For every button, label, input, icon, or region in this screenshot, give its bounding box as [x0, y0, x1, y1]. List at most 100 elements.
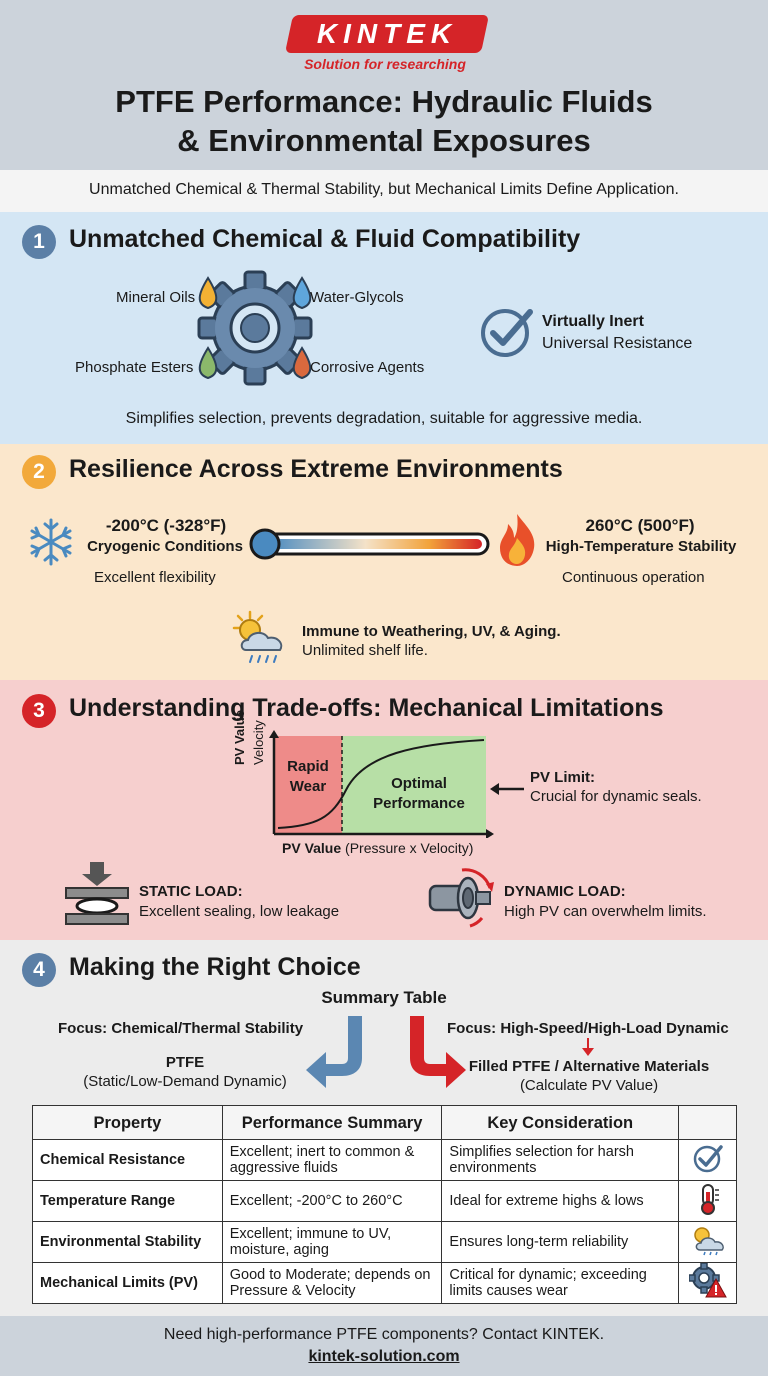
right-note: (Calculate PV Value)	[519, 1077, 659, 1094]
table-cell-summary: Good to Moderate; depends on Pressure & …	[221, 1262, 443, 1304]
rapid-wear-line-1: Rapid	[287, 758, 329, 775]
table-row: Temperature Range Excellent; -200°C to 2…	[32, 1180, 737, 1222]
pv-chart-x-label-rest: (Pressure x Velocity)	[345, 840, 474, 856]
table-header-row: Property Performance Summary Key Conside…	[32, 1105, 737, 1140]
pv-chart-x-label: PV Value (Pressure x Velocity)	[282, 840, 473, 856]
table-cell-property: Environmental Stability	[32, 1221, 223, 1263]
low-temp-value: -200°C (-328°F)	[105, 516, 227, 535]
thermometer-gauge	[249, 528, 490, 560]
static-load-title: STATIC LOAD:	[139, 883, 243, 900]
right-result: Filled PTFE / Alternative Materials	[468, 1058, 710, 1075]
section-1-number: 1	[22, 225, 56, 259]
logo-tagline: Solution for researching	[304, 56, 466, 72]
inert-text: Universal Resistance	[542, 335, 693, 352]
table-cell-icon	[678, 1262, 737, 1304]
rapid-wear-zone	[274, 736, 342, 834]
table-cell-consideration: Ensures long-term reliability	[441, 1221, 680, 1263]
fluid-mineral-oils: Mineral Oils	[116, 289, 196, 306]
low-temp-label: Cryogenic Conditions	[87, 538, 243, 555]
logo-text: KINTEK	[316, 18, 458, 49]
flame-icon	[500, 514, 535, 566]
table-cell-icon	[678, 1180, 737, 1222]
optimal-line-1: Optimal	[391, 775, 447, 792]
rapid-wear-label: Rapid Wear	[275, 757, 341, 797]
section-extreme-environments	[0, 444, 768, 680]
optimal-line-2: Performance	[373, 795, 465, 812]
table-header-icon	[678, 1105, 737, 1140]
table-cell-consideration: Critical for dynamic; exceeding limits c…	[441, 1262, 680, 1304]
right-focus: Focus: High-Speed/High-Load Dynamic	[447, 1020, 729, 1037]
weather-icon	[232, 610, 283, 663]
gear-with-drops-icon	[197, 270, 313, 386]
summary-table-heading: Summary Table	[321, 988, 447, 1007]
fluid-corrosive-agents: Corrosive Agents	[310, 359, 425, 376]
dynamic-load-text: High PV can overwhelm limits.	[504, 903, 707, 920]
rapid-wear-line-2: Wear	[289, 778, 327, 795]
left-focus: Focus: Chemical/Thermal Stability	[58, 1020, 304, 1037]
page-title-line-2: & Environmental Exposures	[177, 123, 591, 158]
table-cell-icon	[678, 1139, 737, 1181]
footer	[0, 1316, 768, 1376]
left-result: PTFE	[165, 1054, 205, 1071]
low-temp-note: Excellent flexibility	[94, 569, 216, 586]
high-temp-value: 260°C (500°F)	[585, 516, 695, 535]
section-3-title: Understanding Trade-offs: Mechanical Lim…	[69, 694, 664, 722]
table-header-consideration: Key Consideration	[441, 1105, 680, 1140]
inert-title: Virtually Inert	[542, 313, 644, 330]
pv-chart-y-sublabel: Velocity	[251, 720, 266, 765]
weather-icon	[693, 1227, 724, 1256]
pv-limit-text: Crucial for dynamic seals.	[530, 788, 702, 805]
arrow-down-right-red	[410, 1016, 466, 1088]
gear-warning-icon	[687, 1262, 727, 1298]
optimal-performance-zone	[342, 736, 486, 834]
table-cell-summary: Excellent; immune to UV, moisture, aging	[221, 1221, 443, 1263]
checkmark-icon	[693, 1145, 723, 1173]
table-header-property: Property	[32, 1105, 223, 1140]
static-load-text: Excellent sealing, low leakage	[139, 903, 340, 920]
arrow-down-small-icon	[582, 1038, 594, 1056]
section-2-title: Resilience Across Extreme Environments	[69, 455, 563, 483]
table-row: Environmental Stability Excellent; immun…	[32, 1221, 737, 1263]
pv-limit-title: PV Limit:	[530, 769, 596, 786]
pv-chart	[269, 730, 494, 838]
dynamic-load-icon	[428, 868, 494, 928]
section-chemical-compatibility	[0, 212, 768, 444]
weather-title: Immune to Weathering, UV, & Aging.	[302, 623, 561, 640]
section-1-title: Unmatched Chemical & Fluid Compatibility	[69, 225, 581, 253]
high-temp-label: High-Temperature Stability	[545, 538, 737, 555]
section-2-number: 2	[22, 455, 56, 489]
page-title-line-1: PTFE Performance: Hydraulic Fluids	[115, 84, 653, 119]
left-note: (Static/Low-Demand Dynamic)	[83, 1073, 287, 1090]
high-temp-note: Continuous operation	[562, 569, 705, 586]
arrow-left-icon	[490, 783, 524, 795]
table-header-performance: Performance Summary	[221, 1105, 443, 1140]
subtitle-bar	[0, 170, 768, 212]
static-load-icon	[65, 862, 129, 925]
table-cell-consideration: Ideal for extreme highs & lows	[441, 1180, 680, 1222]
thermometer-icon	[700, 1184, 719, 1215]
summary-table: Property Performance Summary Key Conside…	[32, 1105, 737, 1304]
table-cell-property: Temperature Range	[32, 1180, 223, 1222]
table-cell-summary: Excellent; inert to common & aggressive …	[221, 1139, 443, 1181]
section-4-number: 4	[22, 953, 56, 987]
table-cell-icon	[678, 1221, 737, 1263]
section-3-number: 3	[22, 694, 56, 728]
pv-chart-x-label-bold: PV Value	[282, 840, 342, 856]
pv-chart-y-label: PV Value	[232, 710, 247, 765]
section-1-summary: Simplifies selection, prevents degradati…	[125, 410, 643, 427]
subtitle: Unmatched Chemical & Thermal Stability, …	[89, 181, 679, 198]
table-cell-consideration: Simplifies selection for harsh environme…	[441, 1139, 680, 1181]
footer-cta: Need high-performance PTFE components? C…	[163, 1326, 605, 1343]
footer-link[interactable]: kintek-solution.com	[308, 1348, 460, 1365]
section-4-title: Making the Right Choice	[69, 953, 361, 981]
table-row: Chemical Resistance Excellent; inert to …	[32, 1139, 737, 1181]
table-cell-property: Mechanical Limits (PV)	[32, 1262, 223, 1304]
table-row: Mechanical Limits (PV) Good to Moderate;…	[32, 1262, 737, 1304]
fluid-phosphate-esters: Phosphate Esters	[75, 359, 194, 376]
weather-text: Unlimited shelf life.	[302, 642, 428, 659]
page-title: PTFE Performance: Hydraulic Fluids & Env…	[20, 82, 748, 160]
checkmark-icon	[481, 309, 533, 357]
arrow-down-left-blue	[306, 1016, 362, 1088]
optimal-performance-label: Optimal Performance	[344, 774, 494, 814]
table-cell-property: Chemical Resistance	[32, 1139, 223, 1181]
